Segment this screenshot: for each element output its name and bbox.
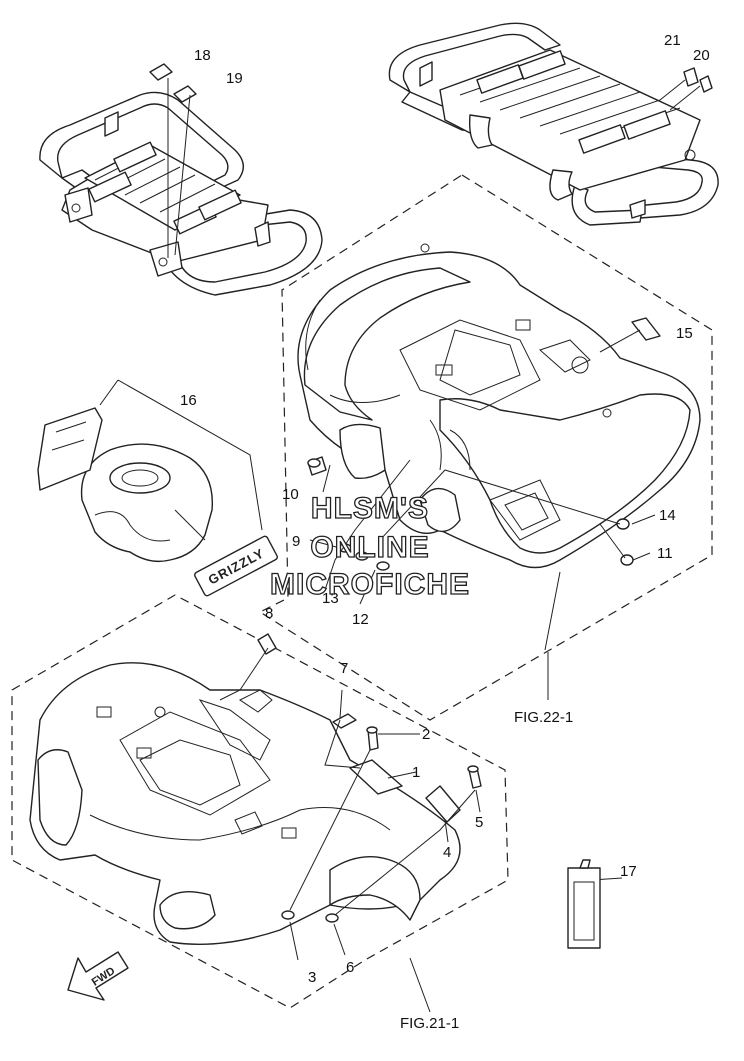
callout-6: 6 [346,959,354,976]
decal-7 [332,713,357,729]
bolt-10 [307,456,327,476]
washer-12 [376,561,390,571]
front-fender-group-boundary [11,594,509,1009]
watermark-line-3: MICROFICHE [270,568,470,601]
decal-8 [257,633,277,655]
decal-20 [699,75,713,93]
tank-cover [37,407,214,563]
callout-15: 15 [676,325,693,342]
rear-carrier-rack [388,22,719,226]
callout-14: 14 [659,507,676,524]
decal-21 [683,67,699,87]
callout-10: 10 [282,486,299,503]
callout-1: 1 [412,764,420,781]
callout-20: 20 [693,47,710,64]
fwd-arrow: FWD [67,951,129,1001]
grommet-14 [616,518,630,530]
rivet-2 [366,726,379,751]
rivet-5 [467,765,482,789]
watermark-line-2: ONLINE [310,531,429,564]
front-carrier-rack [39,91,323,296]
callout-9: 9 [292,533,300,550]
nut-3 [281,910,295,920]
watermark: HLSM'S ONLINE MICROFICHE [269,491,470,601]
callout-12: 12 [352,611,369,628]
callout-21: 21 [664,32,681,49]
watermark-line-1: HLSM'S [311,492,429,525]
decal-1 [349,759,403,795]
callout-labels: 1 2 3 4 5 6 7 8 9 10 11 12 13 14 15 16 1… [180,32,710,986]
decal-sheet-17 [567,859,601,949]
rear-fender-group-boundary [258,174,713,721]
washer-13 [355,551,369,561]
fig-ref-front: FIG.21-1 [400,1015,459,1032]
callout-13: 13 [322,590,339,607]
decal-18 [149,63,173,81]
callout-11: 11 [657,545,673,562]
decal-4 [425,785,461,823]
grizzly-emblem: GRIZZLY [194,535,278,597]
callout-18: 18 [194,47,211,64]
callout-19: 19 [226,70,243,87]
front-fender [29,662,461,945]
callout-8: 8 [265,605,273,622]
decal-15 [631,317,661,341]
callout-7: 7 [340,660,348,677]
callout-17: 17 [620,863,637,880]
rear-fender [297,243,701,569]
callout-16: 16 [180,392,197,409]
nut-6 [325,913,339,923]
grommet-11 [620,554,634,566]
decal-19 [173,85,197,103]
leader-lines [167,78,701,1013]
callout-5: 5 [475,814,483,831]
callout-2: 2 [422,726,430,743]
label-16-leader [99,379,263,541]
callout-4: 4 [443,844,451,861]
fig-ref-rear: FIG.22-1 [514,709,573,726]
callout-3: 3 [308,969,316,986]
